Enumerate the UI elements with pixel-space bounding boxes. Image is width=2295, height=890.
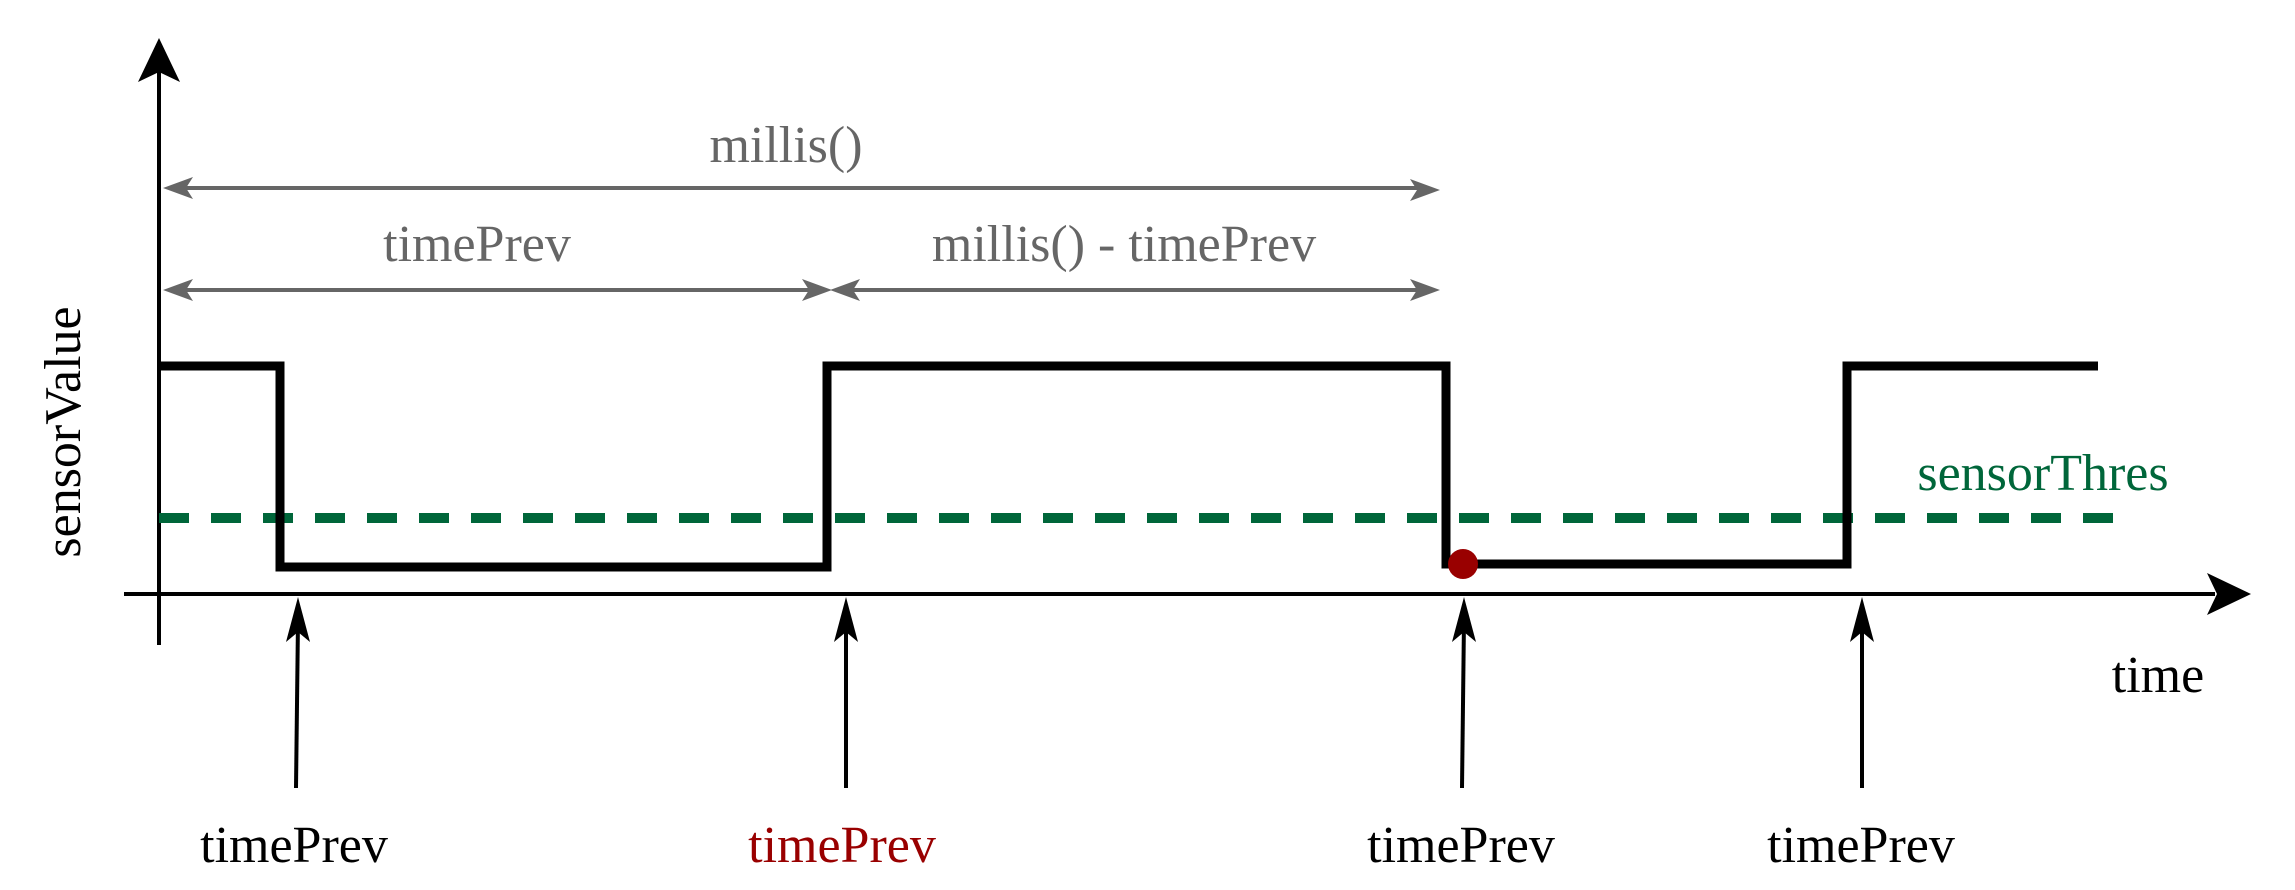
marker-label-4: timePrev — [1767, 817, 1955, 874]
sample-dot — [1448, 549, 1478, 579]
x-axis — [124, 573, 2251, 615]
span-timeprev — [163, 279, 832, 301]
span-diff — [830, 279, 1440, 301]
y-axis — [138, 38, 180, 645]
marker-arrow-1 — [286, 597, 310, 789]
marker-label-1: timePrev — [200, 817, 388, 874]
span-millis-label: millis() — [709, 117, 862, 174]
sensor-signal — [159, 361, 2098, 572]
x-axis-label: time — [2112, 647, 2204, 704]
span-diff-label: millis() - timePrev — [932, 216, 1316, 273]
span-timeprev-label: timePrev — [383, 216, 571, 273]
y-axis-label: sensorValue — [35, 306, 92, 557]
threshold-label: sensorThres — [1917, 445, 2168, 502]
span-millis — [163, 177, 1440, 201]
marker-arrow-4 — [1850, 597, 1874, 788]
marker-label-3: timePrev — [1367, 817, 1555, 874]
marker-arrow-2 — [834, 597, 858, 788]
marker-arrow-3 — [1452, 597, 1476, 789]
marker-label-2: timePrev — [748, 817, 936, 874]
